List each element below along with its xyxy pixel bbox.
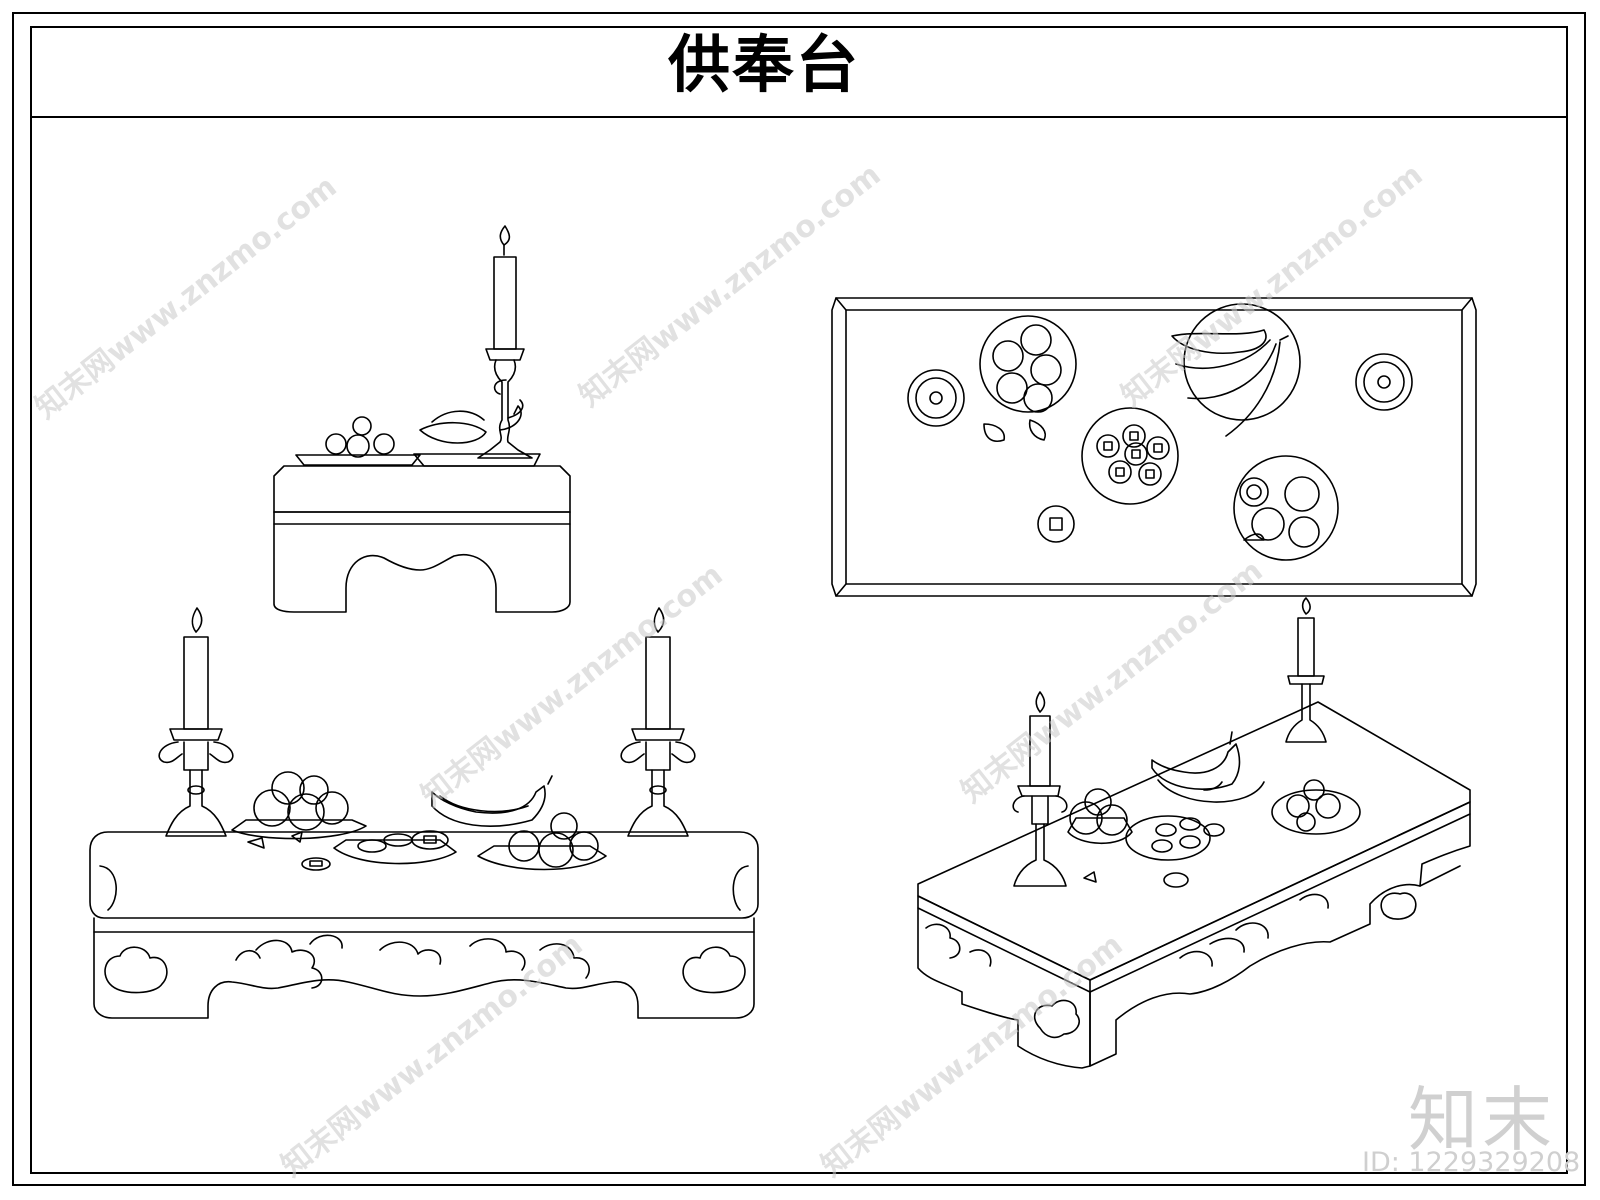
candle-front-left — [158, 607, 234, 837]
fruit-plate-side — [295, 405, 541, 467]
fruit-plate-plan — [1233, 455, 1339, 561]
candle-plan-right — [1355, 353, 1413, 411]
brand-logo: 知末 — [1408, 1079, 1556, 1161]
front-elevation-view — [89, 607, 759, 1019]
top-plan-view — [831, 297, 1477, 597]
peach-plate-plan — [979, 315, 1077, 442]
table-side — [273, 465, 571, 613]
drawing-title: 供奉台 — [668, 28, 861, 101]
candle-perspective-left — [1012, 691, 1068, 887]
drawing-border-outer — [12, 12, 1586, 1186]
title-block — [30, 26, 1568, 118]
candle-plan-left — [907, 369, 965, 427]
candle-front-right — [620, 607, 696, 837]
peach-plate-front — [231, 771, 367, 849]
candle-side — [477, 225, 533, 459]
candle-perspective-right — [1285, 597, 1327, 743]
drawing-id: ID: 1229329208 — [1362, 1147, 1581, 1178]
side-elevation-view — [273, 225, 571, 613]
banana-plate-plan — [1171, 303, 1301, 437]
drawing-border-inner — [30, 26, 1568, 1174]
coin-plate-plan — [1081, 407, 1179, 505]
table-front — [89, 831, 759, 1019]
coin-plate-front — [301, 830, 457, 871]
perspective-view — [917, 597, 1471, 1069]
